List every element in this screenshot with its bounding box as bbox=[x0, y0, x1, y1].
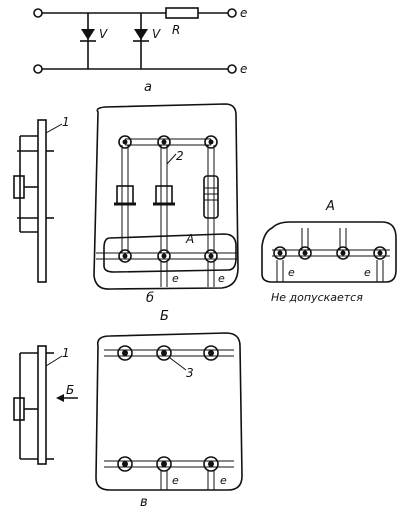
board-edge bbox=[37, 119, 47, 283]
detail-a-terminal-right: е bbox=[364, 266, 371, 279]
board-view-v: 3 е е в bbox=[95, 332, 243, 510]
board-outline-b bbox=[93, 103, 239, 290]
schematic-a: V V R е е а bbox=[33, 6, 247, 95]
pads-b bbox=[118, 135, 218, 263]
terminal-bottom-left bbox=[33, 64, 43, 74]
terminal-top-right bbox=[227, 8, 237, 18]
terminal-label-b-right: е bbox=[218, 272, 225, 285]
caption-a: а bbox=[144, 80, 152, 95]
detail-a-title: А bbox=[325, 199, 335, 214]
callout-leader-1 bbox=[45, 123, 63, 134]
detail-region-a-outline bbox=[103, 233, 237, 273]
side-view-v: 1 Б bbox=[13, 345, 78, 465]
terminal-label-bottom: е bbox=[240, 62, 247, 76]
callout-leader-1-v bbox=[45, 355, 63, 367]
detail-a-outline bbox=[261, 221, 397, 283]
resistor-label: R bbox=[172, 23, 180, 37]
view-arrow-head bbox=[56, 394, 64, 402]
terminal-label-v-right: е bbox=[220, 474, 227, 487]
callout-2-b: 2 bbox=[176, 149, 184, 163]
callout-leader-3 bbox=[169, 357, 187, 371]
traces-v bbox=[104, 349, 234, 490]
detail-a: А е е Не допускается bbox=[261, 199, 397, 304]
diode-1 bbox=[80, 13, 96, 69]
terminal-label-top: е bbox=[240, 6, 247, 20]
callout-leader-2 bbox=[166, 153, 177, 165]
terminal-bottom-right bbox=[227, 64, 237, 74]
resistor bbox=[165, 7, 199, 19]
diode-component-2 bbox=[153, 185, 175, 206]
terminal-label-b-left: е bbox=[172, 272, 179, 285]
detail-a-pads bbox=[273, 246, 387, 260]
callout-1-v: 1 bbox=[62, 346, 70, 360]
view-label-b: Б bbox=[160, 309, 169, 324]
resistor-component bbox=[203, 175, 219, 219]
caption-b: б bbox=[146, 291, 154, 306]
diode-label-2: V bbox=[152, 27, 161, 41]
pads-v-top bbox=[117, 345, 219, 361]
not-allowed-note: Не допускается bbox=[271, 291, 363, 304]
pads-v-bottom bbox=[117, 456, 219, 472]
caption-v: в bbox=[140, 495, 148, 510]
side-view-b: 1 bbox=[13, 115, 70, 283]
diode-2 bbox=[133, 13, 149, 69]
board-outline-v bbox=[95, 332, 243, 491]
callout-1-b: 1 bbox=[62, 115, 70, 129]
board-edge-v bbox=[37, 345, 47, 465]
region-label-a: А bbox=[185, 232, 194, 246]
callout-3-v: 3 bbox=[186, 366, 194, 380]
view-arrow-label: Б bbox=[66, 383, 74, 397]
diode-component-1 bbox=[114, 185, 136, 206]
traces-b bbox=[96, 138, 238, 287]
detail-a-terminal-left: е bbox=[288, 266, 295, 279]
diode-label-1: V bbox=[99, 27, 108, 41]
terminal-top-left bbox=[33, 8, 43, 18]
terminal-label-v-left: е bbox=[172, 474, 179, 487]
detail-a-traces bbox=[272, 228, 390, 282]
board-view-b: 2 А е е б Б bbox=[93, 103, 239, 324]
